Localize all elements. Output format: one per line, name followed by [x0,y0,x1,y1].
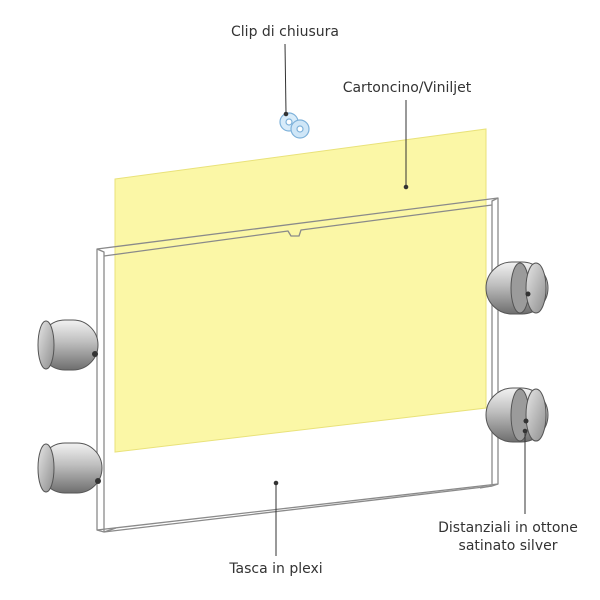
spacer-icon [485,387,549,443]
spacer-icon [485,261,549,315]
spacer-icon [37,319,99,371]
clip-icon [279,112,310,139]
spacers-label-line1: Distanziali in ottone [438,520,578,536]
plexi-pocket [96,197,499,533]
leader-lines [273,43,528,556]
pocket-label: Tasca in plexi [229,561,323,577]
spacer-icon [37,442,103,494]
clip-label: Clip di chiusura [231,24,339,40]
spacers-label-line2: satinato silver [458,538,558,554]
card-label: Cartoncino/Viniljet [342,80,472,96]
card-sheet [114,128,487,453]
